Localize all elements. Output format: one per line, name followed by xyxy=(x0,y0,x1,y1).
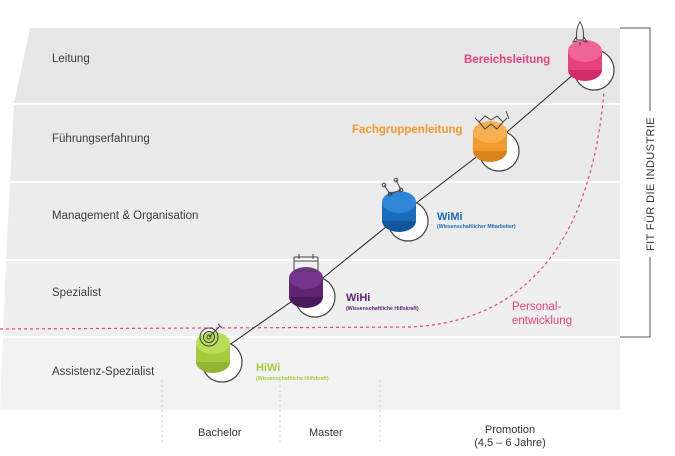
personal-development-line1: Personal- xyxy=(512,301,562,313)
handshake-icon xyxy=(474,110,510,130)
band-label-spezialist: Spezialist xyxy=(52,287,102,299)
band-leitung xyxy=(14,28,620,104)
position-title-bereichsleitung: Bereichsleitung xyxy=(464,54,551,66)
personal-development-curve xyxy=(0,91,605,330)
target-icon xyxy=(199,323,223,347)
band-fuehrungserfahrung xyxy=(10,104,620,182)
position-subtitle-wimi: (Wissenschaftlicher Mitarbeiter) xyxy=(437,224,516,230)
industry-fit-label: FIT FÜR DIE INDUSTRIE xyxy=(645,110,657,258)
position-title-hiwi: HiWi xyxy=(256,362,281,374)
band-label-assistenz: Assistenz-Spezialist xyxy=(52,366,155,378)
personal-development-line2: entwicklung xyxy=(512,315,573,328)
phase-bachelor: Bachelor xyxy=(198,427,242,439)
band-label-leitung: Leitung xyxy=(52,53,90,65)
node-wihi xyxy=(289,267,336,318)
network-icon xyxy=(381,177,404,197)
rocket-icon xyxy=(571,21,589,46)
band-management xyxy=(6,182,620,260)
calendar-icon xyxy=(293,254,319,272)
position-title-fachgruppenleitung: Fachgruppenleitung xyxy=(352,124,463,136)
phase-promotion-label: Promotion xyxy=(484,424,536,436)
node-hiwi xyxy=(196,332,243,383)
phase-master: Master xyxy=(309,427,343,439)
position-title-wimi: WiMi xyxy=(437,211,463,223)
position-subtitle-hiwi: (Wissenschaftliche Hilfskraft) xyxy=(256,376,329,382)
band-label-management: Management & Organisation xyxy=(52,210,199,222)
phase-promotion: Promotion (4,5 – 6 Jahre) xyxy=(470,424,550,450)
node-wimi xyxy=(382,191,429,242)
position-title-wihi: WiHi xyxy=(346,292,371,304)
band-label-fuehrungserfahrung: Führungserfahrung xyxy=(52,133,150,145)
position-subtitle-wihi: (Wissenschaftliche Hilfskraft) xyxy=(346,306,419,312)
personal-development-label: Personal- entwicklung xyxy=(512,300,572,329)
band-assistenz xyxy=(0,337,620,410)
phase-promotion-duration: (4,5 – 6 Jahre) xyxy=(474,437,546,450)
node-bereichsleitung xyxy=(568,40,615,91)
